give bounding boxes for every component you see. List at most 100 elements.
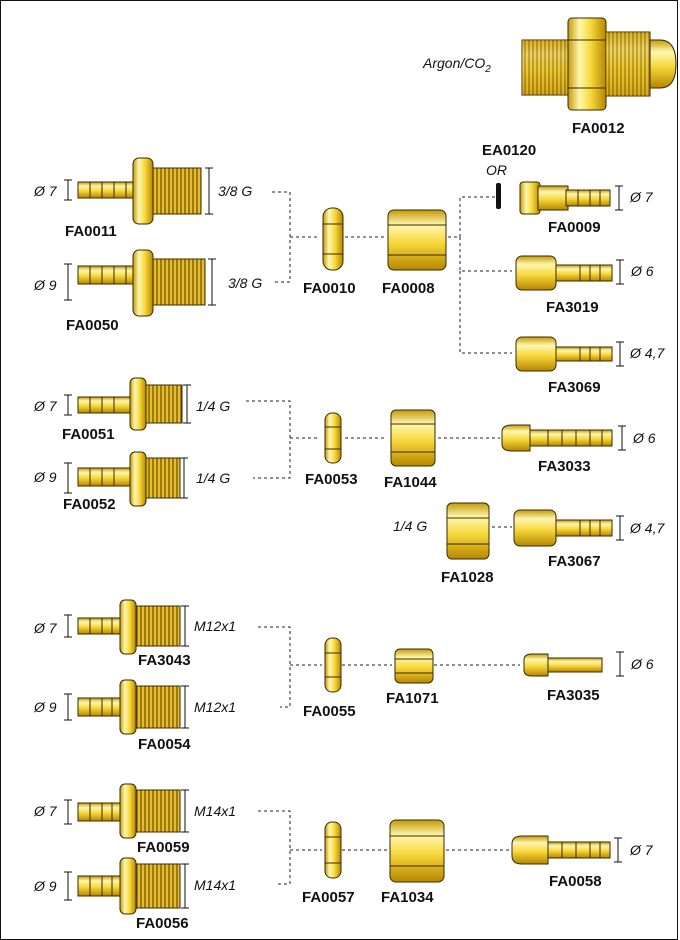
fitting-fa0012 — [521, 17, 677, 111]
dim-fa0054-diameter: Ø 9 — [33, 699, 57, 715]
dim-fa0054-thread: M12x1 — [194, 699, 236, 715]
dim-bracket — [208, 258, 216, 306]
o-ring-ea0120 — [496, 183, 501, 209]
fitting-fa0050 — [77, 249, 206, 317]
code-fa1034: FA1034 — [381, 889, 434, 906]
nut-fa1071 — [394, 648, 434, 684]
dim-bracket — [616, 259, 624, 285]
dim-bracket — [64, 179, 72, 201]
code-fa1071: FA1071 — [386, 690, 439, 707]
dim-bracket — [616, 651, 624, 677]
washer-fa0053 — [324, 412, 342, 464]
code-fa3043: FA3043 — [138, 652, 191, 669]
dim-fa0056-thread: M14x1 — [194, 877, 236, 893]
fitting-fa0009 — [519, 181, 611, 215]
fitting-fa0054 — [77, 679, 181, 735]
code-fa3069: FA3069 — [548, 379, 601, 396]
fitting-fa3069 — [515, 336, 613, 372]
nut-fa1034 — [389, 819, 445, 883]
dim-bracket — [64, 394, 72, 416]
nut-fa1028 — [446, 502, 490, 560]
dim-fa0059-thread: M14x1 — [194, 803, 236, 819]
dim-fa0009-diameter: Ø 7 — [629, 189, 654, 205]
dim-bracket — [64, 462, 72, 494]
code-fa0055: FA0055 — [303, 703, 356, 720]
code-fa0052: FA0052 — [63, 496, 116, 513]
dim-bracket — [181, 685, 189, 729]
dim-fa0059-diameter: Ø 7 — [33, 803, 58, 819]
dim-bracket — [64, 799, 72, 825]
code-fa0012: FA0012 — [572, 120, 625, 137]
or-label: OR — [486, 162, 507, 178]
code-fa1028: FA1028 — [441, 569, 494, 586]
washer-fa0010 — [322, 207, 344, 271]
fitting-fa3067 — [513, 509, 613, 547]
dim-bracket — [64, 871, 72, 901]
nut-fa0008 — [387, 209, 447, 271]
dim-fa0052-thread: 1/4 G — [196, 470, 230, 486]
dim-fa1028-thread: 1/4 G — [393, 518, 427, 534]
code-fa0056: FA0056 — [136, 915, 189, 932]
code-fa0010: FA0010 — [303, 280, 356, 297]
code-fa0059: FA0059 — [137, 839, 190, 856]
dim-bracket — [181, 789, 189, 833]
dim-bracket — [614, 837, 622, 863]
code-fa0008: FA0008 — [382, 280, 435, 297]
dim-bracket — [181, 863, 189, 909]
dim-bracket — [181, 605, 189, 647]
dim-fa3067-diameter: Ø 4,7 — [629, 520, 665, 536]
dim-fa0056-diameter: Ø 9 — [33, 878, 57, 894]
dim-bracket — [618, 425, 626, 451]
code-fa0058: FA0058 — [549, 873, 602, 890]
dim-fa0058-diameter: Ø 7 — [629, 842, 654, 858]
dim-fa3019-diameter: Ø 6 — [630, 263, 654, 279]
code-fa0057: FA0057 — [302, 889, 355, 906]
code-fa0009: FA0009 — [548, 219, 601, 236]
dim-fa0051-diameter: Ø 7 — [33, 398, 58, 414]
dim-bracket — [64, 614, 72, 638]
dim-fa3043-thread: M12x1 — [194, 618, 236, 634]
dim-fa3069-diameter: Ø 4,7 — [629, 345, 665, 361]
dim-fa3035-diameter: Ø 6 — [630, 656, 654, 672]
code-fa1044: FA1044 — [384, 474, 437, 491]
fitting-fa0056 — [77, 857, 181, 915]
washer-fa0055 — [324, 637, 342, 693]
dim-bracket — [616, 515, 624, 541]
dim-fa0050-diameter: Ø 9 — [33, 277, 57, 293]
fitting-fa0058 — [511, 835, 611, 865]
code-fa3067: FA3067 — [548, 553, 601, 570]
code-fa0050: FA0050 — [66, 317, 119, 334]
dim-bracket — [64, 693, 72, 721]
code-fa0051: FA0051 — [62, 426, 115, 443]
dim-bracket — [180, 457, 188, 499]
code-fa0053: FA0053 — [305, 471, 358, 488]
fitting-fa0011 — [77, 157, 202, 225]
dim-bracket — [616, 341, 624, 367]
dim-fa0050-thread: 3/8 G — [228, 275, 262, 291]
fitting-fa3043 — [77, 599, 181, 655]
dim-fa0052-diameter: Ø 9 — [33, 469, 57, 485]
dim-bracket — [615, 185, 623, 211]
dim-fa0011-thread: 3/8 G — [218, 183, 252, 199]
fitting-fa3035 — [523, 653, 603, 677]
dim-fa0051-thread: 1/4 G — [196, 398, 230, 414]
fitting-fa0052 — [77, 451, 181, 507]
dim-bracket — [183, 384, 191, 424]
code-fa0011: FA0011 — [65, 223, 117, 240]
fitting-fa3033 — [501, 424, 613, 452]
code-fa3035: FA3035 — [547, 687, 600, 704]
dim-fa3033-diameter: Ø 6 — [632, 430, 656, 446]
dim-bracket — [64, 263, 72, 301]
fitting-fa0059 — [77, 783, 181, 839]
fitting-fa3019 — [515, 255, 613, 291]
fitting-fa0051 — [77, 377, 183, 431]
code-fa0054: FA0054 — [138, 736, 191, 753]
dim-bracket — [205, 167, 213, 215]
code-fa3019: FA3019 — [546, 299, 599, 316]
code-fa3033: FA3033 — [538, 458, 591, 475]
washer-fa0057 — [324, 821, 342, 879]
gas-label: Argon/CO2 — [422, 55, 491, 75]
nut-fa1044 — [390, 409, 436, 467]
code-ea0120: EA0120 — [482, 142, 536, 159]
